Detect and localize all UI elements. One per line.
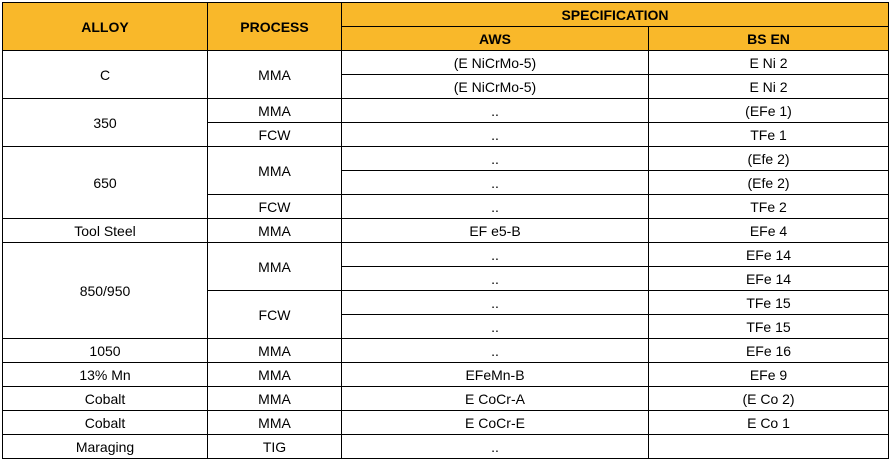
bs-en-cell: [647, 434, 890, 459]
bs-en-cell: EFe 14: [647, 242, 890, 267]
process-cell: MMA: [207, 98, 342, 123]
bs-en-cell: EFe 14: [647, 266, 890, 291]
process-cell: FCW: [207, 122, 342, 147]
table-row: FCW..TFe 1: [3, 122, 890, 147]
process-cell: FCW: [207, 194, 342, 219]
process-cell: MMA: [207, 50, 342, 99]
table-row: ..(Efe 2): [3, 170, 890, 195]
bs-en-cell: TFe 1: [647, 122, 890, 147]
table-row: (E NiCrMo-5)E Ni 2: [3, 74, 890, 99]
bs-en-cell: EFe 9: [647, 362, 890, 387]
aws-cell: EF e5-B: [341, 218, 649, 243]
aws-cell: ..: [341, 146, 649, 171]
process-cell: MMA: [207, 338, 342, 363]
alloy-cell: Cobalt: [2, 386, 208, 411]
header-alloy: ALLOY: [2, 2, 208, 51]
header-specification: SPECIFICATION: [340, 2, 890, 27]
alloy-cell: 850/950: [2, 242, 208, 339]
aws-cell: ..: [341, 314, 649, 339]
alloy-cell: 650: [2, 146, 208, 219]
process-cell: MMA: [207, 386, 342, 411]
process-cell: MMA: [207, 410, 342, 435]
alloy-cell: 350: [2, 98, 208, 147]
aws-cell: ..: [341, 242, 649, 267]
aws-cell: (E NiCrMo-5): [341, 50, 649, 75]
bs-en-cell: EFe 4: [647, 218, 890, 243]
aws-cell: ..: [341, 122, 649, 147]
table-row: ..EFe 14: [3, 266, 890, 291]
process-cell: MMA: [207, 362, 342, 387]
process-cell: FCW: [207, 290, 342, 339]
alloy-cell: C: [2, 50, 208, 99]
table-header: ALLOY PROCESS SPECIFICATION AWS BS EN: [2, 2, 890, 51]
aws-cell: E CoCr-E: [341, 410, 649, 435]
header-bs-en: BS EN: [647, 26, 890, 51]
process-cell: MMA: [207, 218, 342, 243]
bs-en-cell: E Ni 2: [647, 74, 890, 99]
bs-en-cell: (Efe 2): [647, 146, 890, 171]
bs-en-cell: TFe 15: [647, 290, 890, 315]
process-cell: MMA: [207, 146, 342, 195]
process-cell: TIG: [207, 434, 342, 459]
process-cell: MMA: [207, 242, 342, 291]
bs-en-cell: TFe 2: [647, 194, 890, 219]
aws-cell: (E NiCrMo-5): [341, 74, 649, 99]
bs-en-cell: E Ni 2: [647, 50, 890, 75]
alloy-cell: Tool Steel: [2, 218, 208, 243]
header-aws: AWS: [341, 26, 649, 51]
aws-cell: ..: [341, 170, 649, 195]
aws-cell: ..: [341, 434, 649, 459]
alloy-cell: 1050: [2, 338, 208, 363]
aws-cell: ..: [341, 338, 649, 363]
bs-en-cell: TFe 15: [647, 314, 890, 339]
bs-en-cell: (E Co 2): [647, 386, 890, 411]
alloy-cell: 13% Mn: [2, 362, 208, 387]
aws-cell: E CoCr-A: [341, 386, 649, 411]
bs-en-cell: E Co 1: [647, 410, 890, 435]
aws-cell: ..: [341, 98, 649, 123]
bs-en-cell: EFe 16: [647, 338, 890, 363]
table-row: FCW..TFe 15: [3, 290, 890, 339]
aws-cell: ..: [341, 266, 649, 291]
aws-cell: ..: [341, 194, 649, 219]
bs-en-cell: (EFe 1): [647, 98, 890, 123]
table-row: FCW..TFe 2: [3, 194, 890, 219]
bs-en-cell: (Efe 2): [647, 170, 890, 195]
aws-cell: EFeMn-B: [341, 362, 649, 387]
header-process: PROCESS: [207, 2, 342, 51]
alloy-cell: Cobalt: [2, 410, 208, 435]
alloy-cell: Maraging: [2, 434, 208, 459]
aws-cell: ..: [341, 290, 649, 315]
